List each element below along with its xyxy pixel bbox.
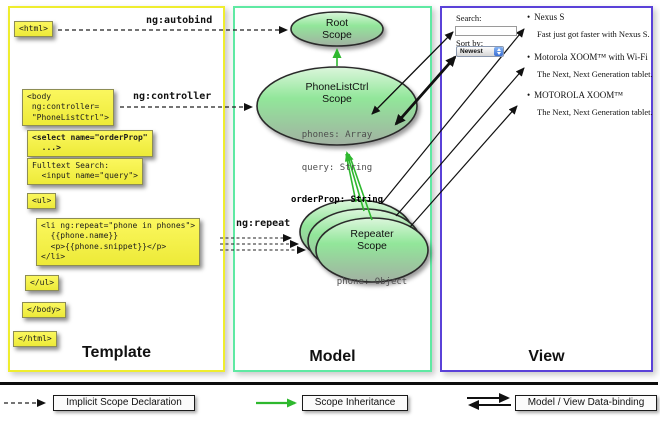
search-input[interactable] [455, 26, 517, 36]
view-list-item: • Nexus S Fast just got faster with Nexu… [527, 12, 655, 39]
item-title: MOTOROLA XOOM™ [534, 90, 624, 100]
bullet-icon: • [527, 90, 531, 100]
legend-implicit-scope: Implicit Scope Declaration [53, 395, 195, 411]
ng-autobind-label: ng:autobind [146, 15, 213, 26]
item-desc: Fast just got faster with Nexus S. [537, 29, 650, 39]
item-desc: The Next, Next Generation tablet. [537, 69, 653, 79]
item-desc: The Next, Next Generation tablet. [537, 107, 653, 117]
code-body-open: <body ng:controller= "PhoneListCtrl"> [22, 89, 114, 127]
code-html-close: </html> [13, 331, 57, 348]
model-column-title: Model [309, 348, 356, 365]
select-stepper-icon [494, 47, 503, 56]
prop-phone: phone: Object [336, 277, 408, 288]
sort-dropdown[interactable]: Newest [456, 46, 504, 57]
search-label: Search: [456, 13, 482, 23]
legend-separator-line [0, 382, 658, 385]
phonelistctrl-scope-label: PhoneListCtrl Scope phones: Array query:… [257, 81, 417, 228]
legend-scope-inheritance: Scope Inheritance [302, 395, 408, 411]
repeater-scope-props: phone: Object [316, 256, 428, 310]
item-title: Nexus S [534, 12, 565, 22]
ng-controller-label: ng:controller [133, 91, 212, 102]
prop-query: query: String [301, 162, 373, 173]
code-select: <select name="orderProp" ...> [27, 130, 153, 157]
code-li-repeat: <li ng:repeat="phone in phones"> {{phone… [36, 218, 201, 266]
repeater-scope-title: Repeater Scope [350, 228, 394, 253]
prop-orderprop: orderProp: String [290, 195, 384, 206]
bullet-icon: • [527, 52, 531, 62]
item-title: Motorola XOOM™ with Wi-Fi [534, 52, 648, 62]
view-list-item: • Motorola XOOM™ with Wi-Fi The Next, Ne… [527, 52, 655, 79]
code-body-close: </body> [22, 302, 66, 319]
phonelistctrl-scope-title: PhoneListCtrl Scope [305, 81, 369, 106]
sort-dropdown-value: Newest [460, 48, 483, 55]
template-column-title: Template [81, 344, 152, 361]
bullet-icon: • [527, 12, 531, 22]
view-list-item: • MOTOROLA XOOM™ The Next, Next Generati… [527, 90, 655, 117]
ng-repeat-label: ng:repeat [236, 218, 291, 229]
stepper-down-icon [496, 52, 501, 55]
phonelistctrl-scope-props: phones: Array query: String orderProp: S… [257, 109, 417, 228]
code-html-open: <html> [14, 21, 53, 38]
code-ul-open: <ul> [27, 193, 57, 210]
repeater-scope-label: Repeater Scope phone: Object [316, 228, 428, 310]
root-scope-label: Root Scope [292, 17, 382, 42]
code-fulltext: Fulltext Search: <input name="query"> [27, 158, 143, 185]
legend-databinding: Model / View Data-binding [515, 395, 657, 411]
view-column-title: View [528, 348, 565, 365]
root-scope-title: Root Scope [322, 17, 352, 42]
prop-phones: phones: Array [301, 130, 373, 141]
code-ul-close: </ul> [25, 275, 60, 292]
stepper-up-icon [496, 48, 501, 51]
